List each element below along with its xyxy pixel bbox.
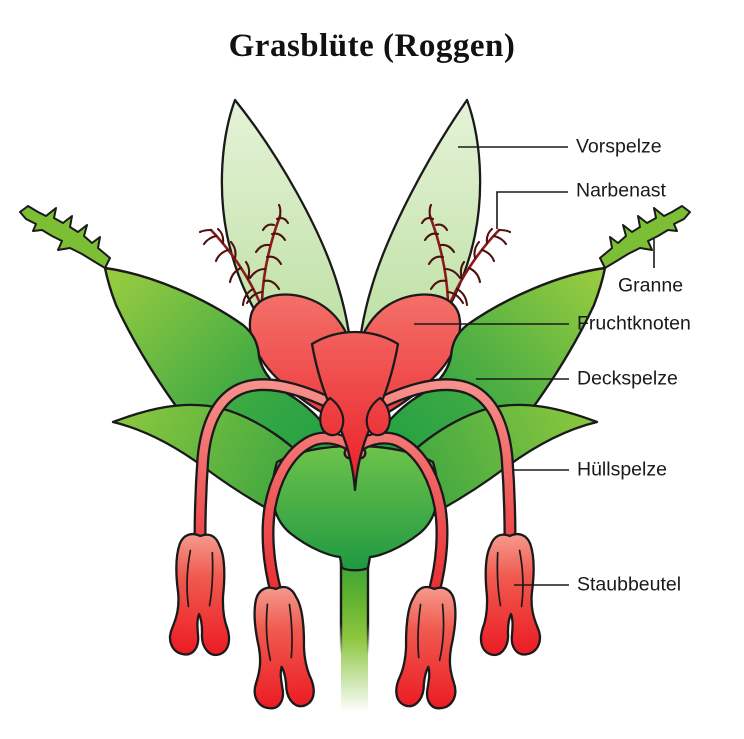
label-granne: Granne (618, 274, 684, 297)
diagram-title: Grasblüte (Roggen) (228, 28, 516, 64)
awn-right (599, 205, 691, 269)
anther-inner-right (394, 584, 461, 711)
label-narbenast: Narbenast (576, 179, 666, 202)
label-deckspelze: Deckspelze (577, 367, 678, 390)
anther-outer-right (474, 531, 542, 658)
leader-line-narbenast (496, 191, 568, 229)
awn-left (19, 205, 111, 269)
label-huellspelze: Hüllspelze (577, 458, 667, 481)
label-fruchtknoten: Fruchtknoten (577, 312, 691, 335)
pistil-hook-left (319, 396, 345, 437)
stem (339, 546, 370, 739)
label-staubbeutel: Staubbeutel (577, 573, 682, 596)
anther-inner-left (249, 584, 316, 711)
pistil-hook-right (365, 396, 391, 437)
anther-outer-left (168, 531, 236, 658)
label-vorspelze: Vorspelze (576, 135, 662, 158)
